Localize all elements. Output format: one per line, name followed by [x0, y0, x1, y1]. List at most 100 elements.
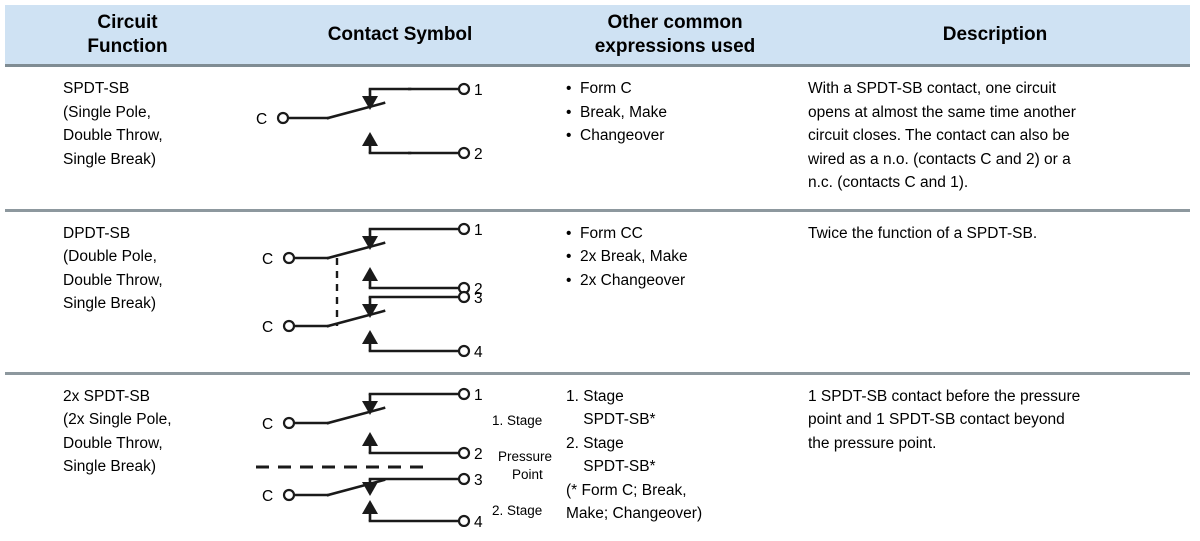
cell-contact-symbol: C C 1 2 3 4 1. Stage Pressure Point 2. S… [250, 373, 553, 541]
contact-arrow-down [362, 478, 378, 496]
label-terminal-2: 2 [474, 146, 483, 163]
function-detail-line: Single Break) [63, 295, 157, 313]
terminal-node-c2 [282, 319, 296, 332]
terminal-node-c [276, 111, 290, 125]
annotation-stage-1: 1. Stage [492, 412, 543, 428]
terminal-node-c2 [282, 488, 296, 501]
label-terminal-1: 1 [474, 221, 483, 239]
annotation-pressure: Pressure [498, 448, 553, 464]
column-header-circuit-function: Circuit Function [5, 5, 250, 67]
function-name: SPDT-SB [63, 80, 130, 97]
terminal-node-c1 [282, 416, 296, 429]
contact-arrow-down [362, 393, 378, 415]
cell-contact-symbol: C 1 2 [250, 65, 550, 212]
function-name: DPDT-SB [63, 224, 131, 242]
header-text-contact-symbol: Contact Symbol [327, 23, 473, 45]
column-header-contact-symbol: Contact Symbol [250, 5, 550, 67]
two-stage-spdt-sb-schematic-icon [256, 387, 471, 527]
expressions-list: Form CC 2x Break, Make 2x Changeover [566, 222, 792, 293]
function-detail-line: (Double Pole, [63, 248, 157, 266]
contact-symbol-reference-sheet: Circuit Function Contact Symbol Other co… [0, 0, 1200, 512]
contact-arrow-up [362, 329, 378, 351]
function-name: 2x SPDT-SB [63, 387, 150, 405]
list-item: Form CC [566, 222, 792, 246]
header-text-other-expressions: Other common expressions used [594, 12, 756, 57]
list-item: 2. Stage [566, 434, 624, 452]
expressions-list: Form C Break, Make Changeover [566, 77, 792, 148]
label-terminal-1: 1 [474, 386, 483, 404]
label-terminal-2: 2 [474, 445, 483, 463]
cell-circuit-function: DPDT-SB (Double Pole, Double Throw, Sing… [5, 210, 250, 375]
contact-types-table: Circuit Function Contact Symbol Other co… [5, 5, 1190, 541]
cell-circuit-function: 2x SPDT-SB (2x Single Pole, Double Throw… [5, 373, 250, 541]
list-item: SPDT-SB* [566, 458, 656, 476]
list-item: 1. Stage [566, 387, 624, 405]
terminal-node-1 [457, 82, 471, 96]
dpdt-sb-schematic-icon [282, 222, 471, 357]
column-header-description: Description [800, 5, 1190, 67]
list-item: 2x Changeover [566, 269, 792, 293]
description-text: Twice the function of a SPDT-SB. [808, 222, 1182, 246]
contact-arrow-up [362, 132, 378, 153]
list-item: Changeover [566, 124, 792, 148]
header-text-circuit-function: Circuit Function [87, 12, 168, 57]
description-text: 1 SPDT-SB contact before the pressure po… [808, 385, 1182, 456]
function-detail-line: Single Break) [63, 458, 157, 476]
expressions-numbered-list: 1. Stage SPDT-SB* 2. Stage SPDT-SB* (* F… [566, 385, 792, 526]
terminal-node-4 [457, 344, 471, 357]
annotation-stage-2: 2. Stage [492, 502, 543, 518]
terminal-node-2 [457, 146, 471, 160]
table-body: SPDT-SB (Single Pole, Double Throw, Sing… [5, 65, 1190, 541]
table-row: DPDT-SB (Double Pole, Double Throw, Sing… [5, 210, 1190, 375]
dpdt-sb-symbol: C C 1 2 3 4 [250, 221, 550, 361]
contact-arrow-up [362, 431, 378, 453]
description-line: circuit closes. The contact can also be [808, 127, 1070, 145]
label-common-c1: C [262, 415, 274, 433]
header-text-description: Description [942, 23, 1048, 45]
description-line: wired as a n.o. (contacts C and 2) or a [808, 150, 1071, 168]
cell-description: 1 SPDT-SB contact before the pressure po… [800, 373, 1190, 541]
terminal-node-1 [457, 222, 471, 235]
label-terminal-3: 3 [474, 289, 483, 307]
function-detail-line: Double Throw, [63, 127, 163, 145]
contact-arrow-down [362, 89, 378, 110]
label-terminal-1: 1 [474, 82, 483, 99]
spdt-sb-symbol: C 1 2 [250, 77, 550, 169]
cell-description: With a SPDT-SB contact, one circuit open… [800, 65, 1190, 212]
label-terminal-2: 2 [474, 280, 483, 298]
description-line: With a SPDT-SB contact, one circuit [808, 80, 1057, 97]
function-detail-line: Single Break) [63, 150, 157, 168]
contact-arrow-down [362, 228, 378, 250]
list-item: Break, Make [566, 101, 792, 125]
terminal-node-1 [457, 387, 471, 400]
description-line: 1 SPDT-SB contact before the pressure [808, 387, 1081, 405]
label-common-c: C [256, 111, 268, 128]
function-detail-line: (2x Single Pole, [63, 411, 172, 429]
list-item: SPDT-SB* [566, 411, 656, 429]
label-common-c2: C [262, 318, 274, 336]
description-text: With a SPDT-SB contact, one circuit open… [808, 77, 1182, 195]
list-item: (* Form C; Break, [566, 481, 687, 499]
label-common-c1: C [262, 250, 274, 268]
contact-arrow-down [362, 296, 378, 318]
label-terminal-3: 3 [474, 471, 483, 489]
terminal-node-2 [457, 446, 471, 459]
description-line: point and 1 SPDT-SB contact beyond [808, 411, 1065, 429]
terminal-node-3 [457, 472, 471, 485]
table-row: SPDT-SB (Single Pole, Double Throw, Sing… [5, 65, 1190, 212]
contact-arrow-up [362, 266, 378, 288]
label-common-c2: C [262, 487, 274, 505]
list-item: Form C [566, 77, 792, 101]
cell-description: Twice the function of a SPDT-SB. [800, 210, 1190, 375]
contact-arrow-up [362, 499, 378, 521]
function-detail-line: Double Throw, [63, 271, 163, 289]
terminal-node-4 [457, 514, 471, 527]
function-detail-line: Double Throw, [63, 434, 163, 452]
table-row: 2x SPDT-SB (2x Single Pole, Double Throw… [5, 373, 1190, 541]
description-line: the pressure point. [808, 434, 937, 452]
annotation-point: Point [512, 466, 543, 482]
cell-other-expressions: Form C Break, Make Changeover [550, 65, 800, 212]
list-item: 2x Break, Make [566, 245, 792, 269]
description-line: n.c. (contacts C and 1). [808, 174, 969, 192]
two-stage-spdt-sb-symbol: C C 1 2 3 4 1. Stage Pressure Point 2. S… [250, 385, 553, 531]
